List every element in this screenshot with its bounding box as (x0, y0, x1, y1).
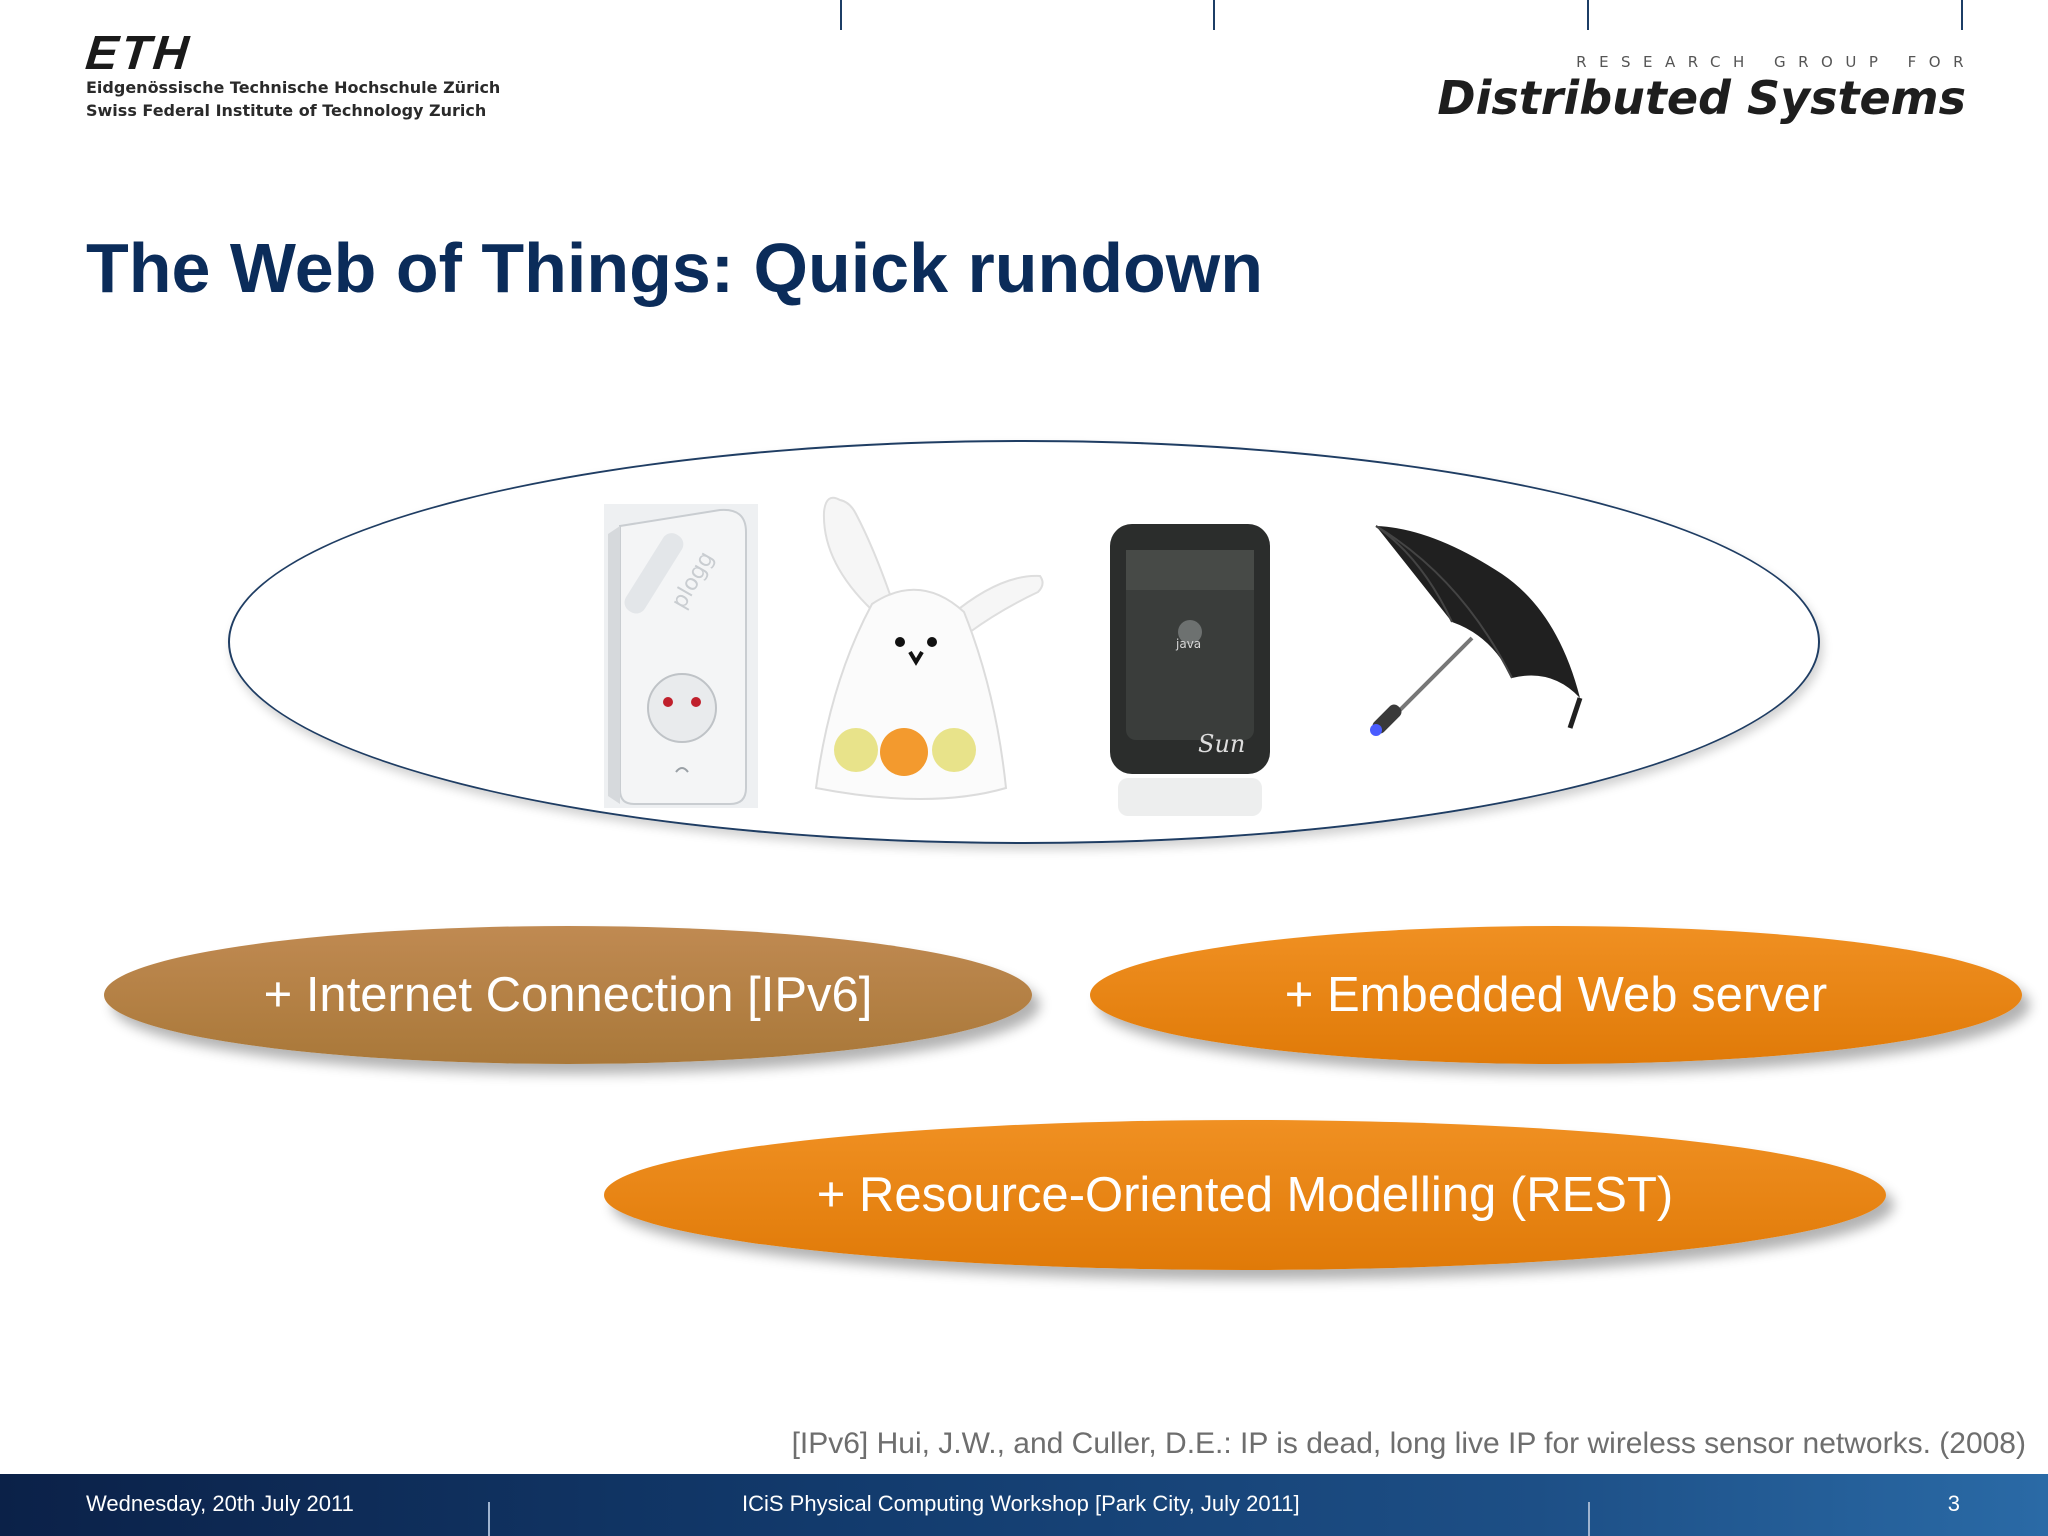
research-group-tagline: RESEARCH GROUP FOR (1576, 53, 1976, 71)
slide-title: The Web of Things: Quick rundown (86, 229, 1263, 307)
power-plug-icon: plogg (604, 504, 758, 808)
footer-date: Wednesday, 20th July 2011 (86, 1491, 354, 1516)
eth-logo-line-1: Eidgenössische Technische Hochschule Zür… (86, 78, 501, 97)
footer-event: ICiS Physical Computing Workshop [Park C… (742, 1491, 1300, 1516)
resource-oriented-modelling-label: + Resource-Oriented Modelling (REST) (816, 1168, 1674, 1222)
internet-connection-label: + Internet Connection [IPv6] (263, 968, 873, 1022)
top-tick (1587, 0, 1589, 30)
footer-bar: Wednesday, 20th July 2011 ICiS Physical … (0, 1474, 2048, 1536)
page-number: 3 (1947, 1491, 1960, 1516)
top-tick (840, 0, 842, 30)
research-group-name: Distributed Systems (1437, 71, 1966, 125)
rabbit-robot-icon (814, 496, 1044, 800)
eth-logo: ETH Eidgenössische Technische Hochschule… (83, 27, 501, 122)
sun-spot-icon: java Sun (1110, 524, 1270, 816)
devices-ellipse (228, 440, 1820, 844)
top-tick (1213, 0, 1215, 30)
resource-oriented-modelling-pill: + Resource-Oriented Modelling (REST) (604, 1120, 1886, 1270)
citation: [IPv6] Hui, J.W., and Culler, D.E.: IP i… (791, 1427, 2026, 1460)
top-decoration (0, 0, 2048, 32)
svg-text:java: java (1175, 637, 1201, 651)
footer-separator (1588, 1502, 1590, 1536)
eth-logo-mark: ETH (83, 27, 194, 80)
footer-separator (488, 1502, 490, 1536)
eth-logo-line-2: Swiss Federal Institute of Technology Zu… (86, 101, 487, 120)
embedded-web-server-label: + Embedded Web server (1284, 968, 1828, 1022)
research-group-logo: RESEARCH GROUP FOR Distributed Systems (1437, 52, 1966, 124)
sun-logo-label: Sun (1198, 730, 1245, 758)
embedded-web-server-pill: + Embedded Web server (1090, 926, 2022, 1064)
top-tick (1961, 0, 1963, 30)
internet-connection-pill: + Internet Connection [IPv6] (104, 926, 1032, 1064)
umbrella-icon (1370, 525, 1583, 736)
